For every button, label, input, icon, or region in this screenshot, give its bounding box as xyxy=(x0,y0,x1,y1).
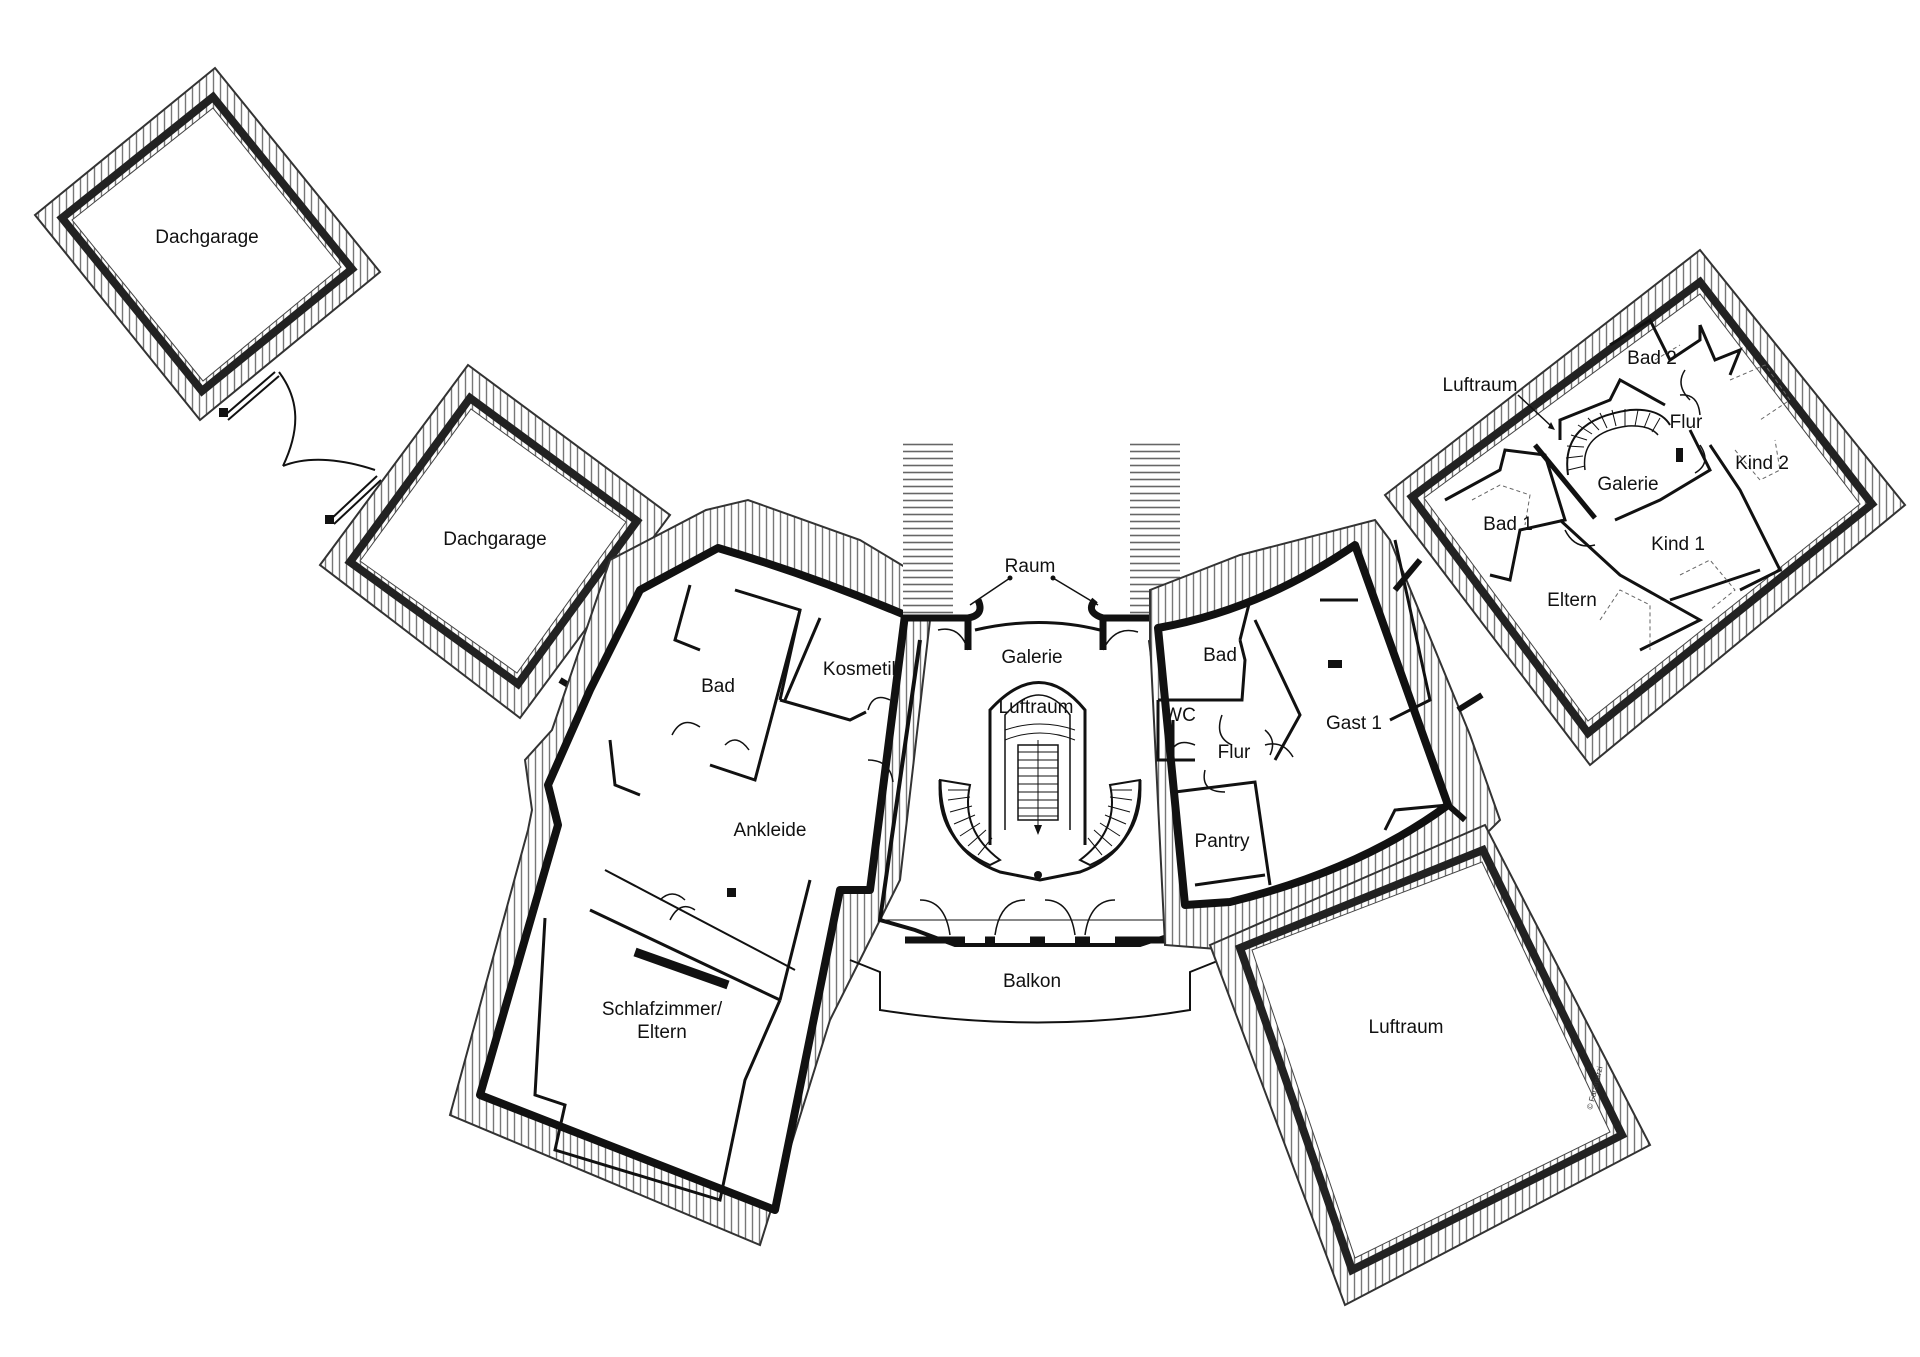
room-label-luftraum-far: Luftraum xyxy=(1443,375,1518,396)
room-label-dachgarage-far: Dachgarage xyxy=(155,227,259,248)
room-label-kosmetik: Kosmetik xyxy=(823,659,902,680)
room-label-kind1: Kind 1 xyxy=(1651,534,1705,555)
room-label-kind2: Kind 2 xyxy=(1735,453,1789,474)
far-right-house: Luftraum Bad 2 Flur Galerie Kind 2 Bad 1… xyxy=(1383,248,1907,767)
room-label-flur-center: Flur xyxy=(1218,742,1251,763)
balkon: Balkon xyxy=(849,959,1221,1024)
room-label-bad2: Bad 2 xyxy=(1627,348,1677,369)
room-label-raum: Raum xyxy=(1005,556,1056,577)
room-label-wc: WC xyxy=(1164,705,1196,726)
room-label-balkon: Balkon xyxy=(1003,971,1061,992)
room-label-eltern: Eltern xyxy=(1547,590,1597,611)
room-label-ankleide: Ankleide xyxy=(734,820,807,841)
gate xyxy=(219,371,382,525)
room-label-luftraum-right: Luftraum xyxy=(1369,1017,1444,1038)
room-label-bad-left: Bad xyxy=(701,676,735,697)
room-label-galerie-far: Galerie xyxy=(1597,474,1658,495)
room-label-schlafzimmer-2: Eltern xyxy=(637,1022,687,1043)
room-label-galerie-center: Galerie xyxy=(1001,647,1062,668)
room-label-bad1: Bad 1 xyxy=(1483,514,1533,535)
room-label-pantry: Pantry xyxy=(1195,831,1250,852)
luftraum-right-block: Luftraum © Faramarzi xyxy=(1208,823,1652,1307)
room-label-bad-right: Bad xyxy=(1203,645,1237,666)
room-label-dachgarage-near: Dachgarage xyxy=(443,529,547,550)
dachgarage-far: Dachgarage xyxy=(33,66,382,422)
center-block: Raum Galerie Luftraum xyxy=(877,443,1190,947)
room-label-schlafzimmer-1: Schlafzimmer/ xyxy=(602,999,723,1020)
room-label-luftraum-center: Luftraum xyxy=(999,697,1074,718)
right-wing: Bad WC Flur Pantry Gast 1 xyxy=(1149,518,1502,952)
left-wing: Bad Kosmetik Ankleide Schlafzimmer/ Elte… xyxy=(448,498,937,1247)
dachgarage-near: Dachgarage xyxy=(318,363,672,720)
room-label-flur-far: Flur xyxy=(1670,412,1703,433)
room-label-gast1: Gast 1 xyxy=(1326,713,1382,734)
